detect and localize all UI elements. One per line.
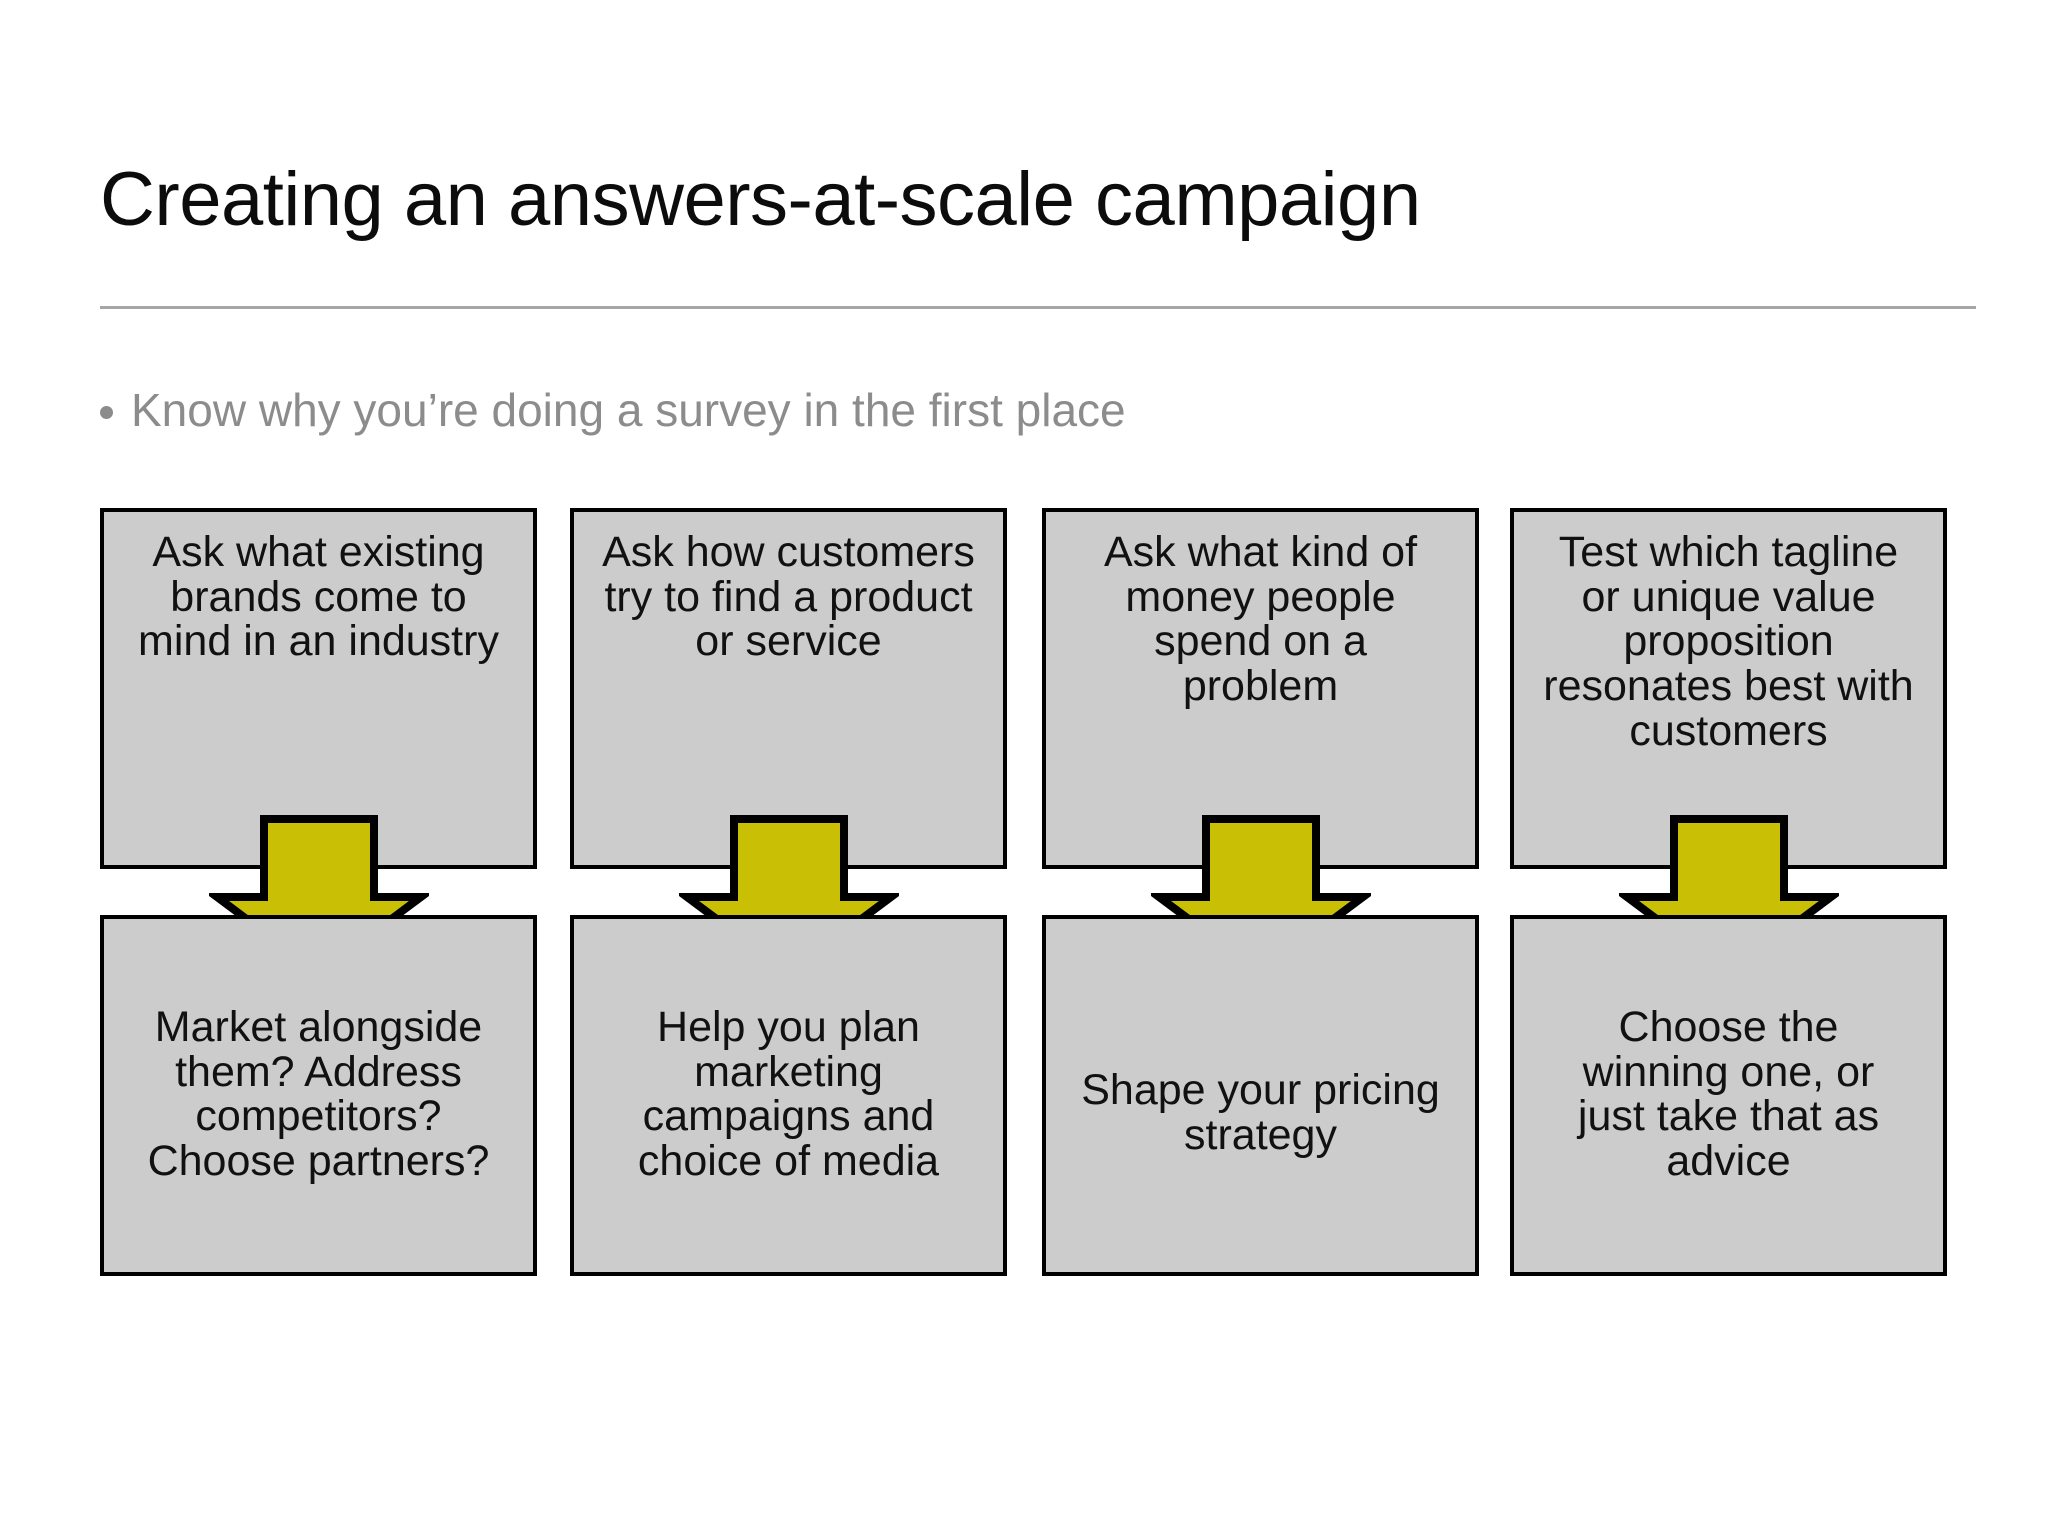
flow-top-box-4[interactable]: Test which tagline or unique value propo… <box>1510 508 1947 869</box>
flow-bottom-box-2[interactable]: Help you plan marketing campaigns and ch… <box>570 915 1007 1276</box>
flow-bottom-box-2-text: Help you plan marketing campaigns and ch… <box>637 1003 940 1186</box>
flow-bottom-box-3-text: Shape your pricing strategy <box>1081 1065 1440 1159</box>
flow-column-2: Ask how customers try to find a product … <box>570 508 1007 1276</box>
flow-column-4: Test which tagline or unique value propo… <box>1510 508 1947 1276</box>
flow-top-box-3-text: Ask what kind of money people spend on a… <box>1103 528 1418 711</box>
flow-bottom-box-4-text: Choose the winning one, or just take tha… <box>1577 1003 1880 1186</box>
bullet-dot-icon <box>100 405 113 419</box>
flow-bottom-box-3[interactable]: Shape your pricing strategy <box>1042 915 1479 1276</box>
flow-top-box-2-text: Ask how customers try to find a product … <box>602 528 975 666</box>
flow-column-3: Ask what kind of money people spend on a… <box>1042 508 1479 1276</box>
bullet-text: Know why you’re doing a survey in the fi… <box>131 384 1126 436</box>
title-divider <box>100 306 1976 309</box>
page-title: Creating an answers-at-scale campaign <box>100 157 1421 242</box>
flow-bottom-box-4[interactable]: Choose the winning one, or just take tha… <box>1510 915 1947 1276</box>
flow-column-1: Ask what existing brands come to mind in… <box>100 508 537 1276</box>
flow-top-box-2[interactable]: Ask how customers try to find a product … <box>570 508 1007 869</box>
flow-top-box-1[interactable]: Ask what existing brands come to mind in… <box>100 508 537 869</box>
bullet-row: Know why you’re doing a survey in the fi… <box>100 380 1700 440</box>
flow-bottom-box-1[interactable]: Market alongside them? Address competito… <box>100 915 537 1276</box>
flow-bottom-box-1-text: Market alongside them? Address competito… <box>147 1003 490 1186</box>
flow-top-box-1-text: Ask what existing brands come to mind in… <box>138 528 499 666</box>
flow-top-box-3[interactable]: Ask what kind of money people spend on a… <box>1042 508 1479 869</box>
flow-top-box-4-text: Test which tagline or unique value propo… <box>1543 528 1914 755</box>
